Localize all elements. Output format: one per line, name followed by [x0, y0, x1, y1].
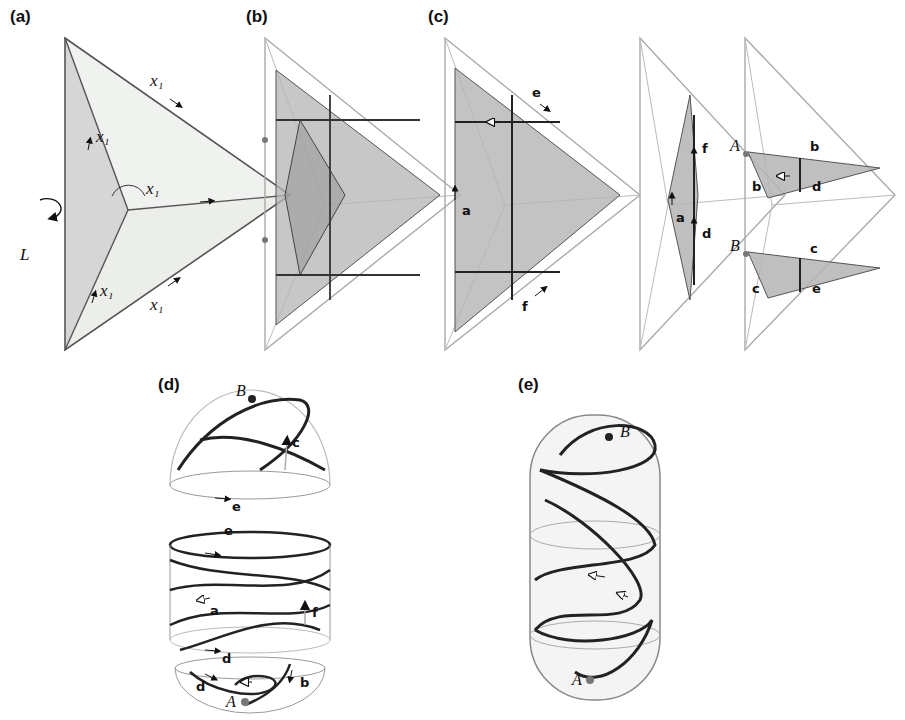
edge-letter: b	[752, 180, 761, 193]
edge-letter: c	[752, 282, 760, 295]
decomposed-sphere	[170, 390, 330, 713]
variable-label: x₁	[146, 180, 159, 197]
edge-letter: b	[810, 140, 819, 153]
edge-letter: c	[810, 242, 818, 255]
variable-label: B	[620, 424, 630, 440]
panel-tag: (e)	[518, 376, 539, 393]
variable-label: B	[236, 383, 246, 399]
panel-tag: (b)	[246, 8, 268, 25]
variable-label: x₁	[150, 72, 163, 89]
variable-label: x₁	[100, 282, 113, 299]
variable-label: A	[730, 138, 740, 154]
edge-letter: c	[292, 436, 300, 449]
variable-label: A	[572, 672, 582, 688]
capsule-sphere	[530, 415, 660, 700]
piece-c3	[743, 38, 895, 350]
edge-letter: e	[224, 524, 233, 537]
edge-letter: e	[532, 86, 541, 99]
edge-letter: b	[300, 676, 309, 689]
edge-letter: f	[702, 142, 708, 155]
panel-tag: (c)	[428, 8, 449, 25]
edge-letter: d	[196, 680, 205, 693]
edge-letter: f	[522, 300, 528, 313]
edge-letter: f	[312, 606, 318, 619]
variable-label: L	[20, 246, 29, 263]
piece-c2	[640, 38, 785, 350]
variable-label: A	[226, 694, 236, 710]
tetrahedron-b	[262, 38, 460, 350]
panel-tag: (d)	[158, 376, 180, 393]
edge-letter: a	[462, 204, 471, 217]
variable-label: B	[730, 238, 740, 254]
edge-letter: a	[210, 604, 219, 617]
panel-tag: (a)	[10, 8, 31, 25]
tetrahedron-a	[40, 38, 290, 350]
edge-letter: e	[232, 500, 241, 513]
piece-c1	[445, 38, 640, 350]
edge-letter: a	[676, 211, 685, 224]
edge-letter: e	[812, 282, 821, 295]
variable-label: x₁	[96, 128, 109, 145]
edge-letter: d	[812, 180, 821, 193]
variable-label: x₁	[150, 296, 163, 313]
edge-letter: d	[702, 227, 711, 240]
edge-letter: d	[222, 652, 231, 665]
